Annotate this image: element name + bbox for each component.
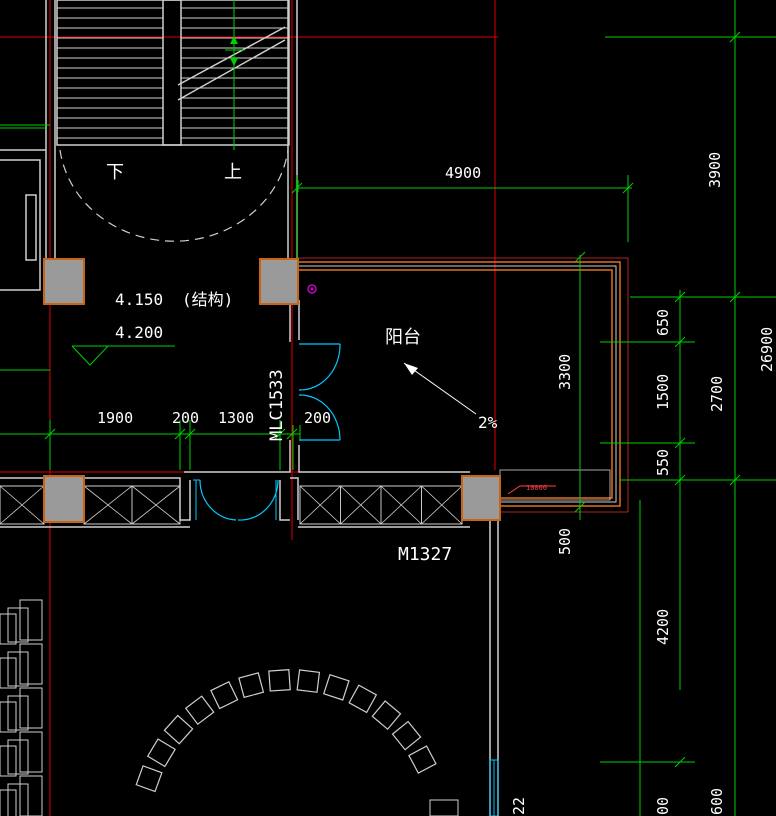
dim-650: 650 [654,309,672,336]
curved-seat-blocks [135,669,437,793]
block [19,643,43,685]
dim-2700: 2700 [708,376,726,412]
block [7,651,29,687]
dim-door-200: 200 [304,409,331,427]
arc-block [146,738,176,768]
block [19,599,43,641]
dim-550: 550 [654,449,672,476]
dim-22: 22 [510,797,528,815]
block [7,783,29,816]
dim-500: 500 [556,528,574,555]
door-code-label: M1327 [398,544,452,565]
window-hatch [421,485,463,525]
dim-1900: 1900 [97,409,133,427]
dim-1300: 1300 [218,409,254,427]
stair: 下 上 [56,0,290,242]
block [7,695,29,731]
arc-block [391,720,422,751]
block [0,789,17,816]
window-hatch [380,485,422,525]
block [19,775,43,816]
arc-block [371,700,402,731]
arc-block [322,673,350,701]
window-panel [131,485,181,525]
block [0,745,17,777]
slope-label: 2% [478,413,498,432]
arc-block [408,745,437,774]
dim-600: 600 [708,788,726,815]
dim-overall-height: 26900 [758,327,776,372]
arc-block [348,684,378,714]
stair-up-label: 上 [224,162,242,183]
window-hatch [299,485,341,525]
slope-arrow [403,362,477,415]
level-floor: 4.200 [115,323,163,342]
arc-block [135,765,163,793]
block [0,613,17,645]
block [0,701,17,733]
level-structure: 4.150 [115,290,163,309]
arc-block [210,681,239,710]
arc-block [238,672,265,699]
dimension-labels: 4900 3900 26900 3300 650 1500 550 2700 1… [97,152,776,815]
axis-lines [0,0,498,816]
stair-down-label: 下 [106,162,124,183]
window-hatch [0,485,45,525]
walls [0,0,499,816]
balcony-label: 阳台 [385,327,421,348]
level-marker [71,345,175,366]
dim-4200: 4200 [654,609,672,645]
block [19,731,43,773]
window-bands [0,485,463,525]
tag-label: 10000 [526,484,547,492]
dim-right-top: 3900 [706,152,724,188]
door-window-code-label: MLC1533 [267,369,287,441]
dim-left-200: 200 [172,409,199,427]
lower-strip [429,759,499,816]
dim-1500: 1500 [654,374,672,410]
dim-00: 00 [654,797,672,815]
columns [43,258,501,523]
block [19,687,43,729]
block [7,607,29,643]
arc-block [163,714,194,745]
window-hatch [131,485,181,525]
plan-labels: 4.150 (结构) 4.200 阳台 2% M1327 MLC1533 100… [115,290,547,565]
drain-icon [307,284,317,294]
arc-block [268,669,291,692]
window-hatch [83,485,133,525]
block [0,657,17,689]
arc-block [296,669,321,693]
arc-block [184,695,215,726]
level-structure-note: (结构) [182,290,233,309]
dim-balcony-depth: 3300 [556,354,574,390]
block [7,739,29,775]
stair-blocks [0,599,43,816]
dim-top-width: 4900 [445,164,481,182]
doors [193,343,341,521]
window-hatch [340,485,382,525]
balcony-parapet [298,257,629,513]
